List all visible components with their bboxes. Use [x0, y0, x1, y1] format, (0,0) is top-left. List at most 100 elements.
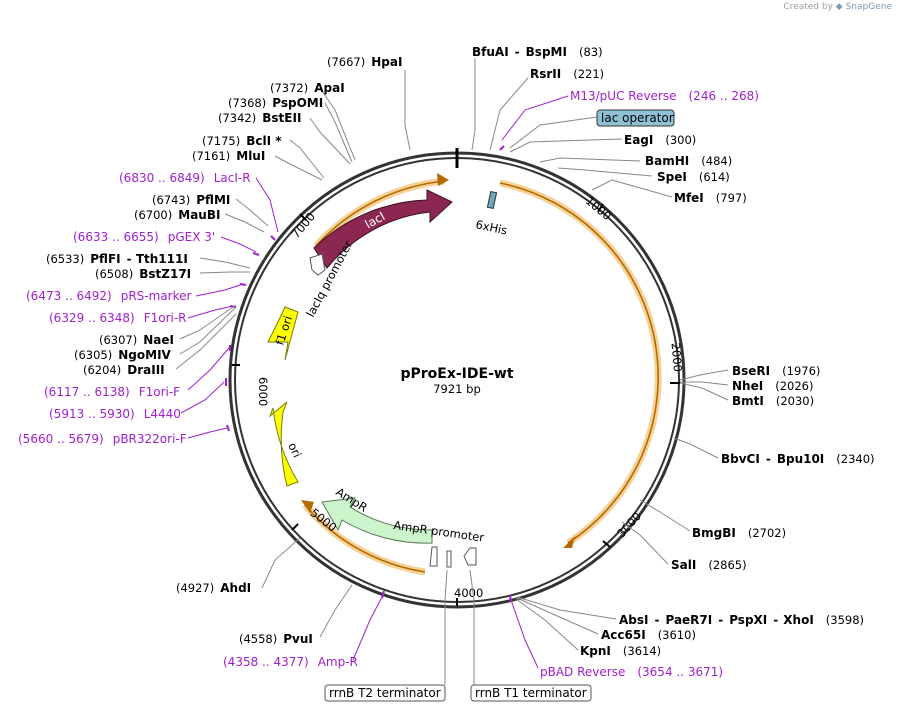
leader-eagi [509, 138, 623, 153]
leader-bseri [679, 369, 729, 381]
leader-kpni [515, 598, 579, 651]
laci-feature [313, 189, 453, 269]
label-maubi: (6700)MauBI [134, 208, 220, 222]
laci-arc-arrowhead [437, 173, 449, 186]
label-pbr322: (5660 .. 5679)pBR322ori-F [18, 432, 187, 446]
label-spei: SpeI(614) [657, 170, 730, 184]
leader-pbr322 [187, 427, 228, 439]
leader-bfuai [471, 58, 476, 151]
primer-leader-lines [180, 95, 569, 669]
lac-operator-box [596, 109, 675, 127]
leader-ahdi [261, 537, 301, 589]
credit-prefix: Created by [783, 2, 833, 12]
leader-mlui [274, 155, 323, 181]
leader-apai [319, 87, 356, 161]
snapgene-logo-icon: ◆ [835, 2, 843, 12]
leader-mfei [591, 179, 673, 198]
label-acc65i: Acc65I(3610) [601, 628, 696, 642]
tick-6000: 6000 [256, 377, 270, 406]
tick-mark-3000 [602, 540, 611, 548]
leader-bamhi [539, 157, 641, 163]
leader-bcli [289, 139, 325, 179]
leader-sali [621, 521, 669, 565]
label-eagi: EagI(300) [624, 133, 696, 147]
label-lac-operator: lac operator [601, 111, 674, 125]
rrnb-t1-box [470, 684, 592, 702]
tick-mark-5000 [291, 523, 299, 531]
label-amp-r: (4358 .. 4377)Amp-R [223, 655, 358, 669]
label-ngomiv: (6305)NgoMIV [74, 348, 172, 362]
label-bbvci: BbvCI-Bpu10I(2340) [721, 452, 875, 466]
label-rrnb-t1: rrnB T1 terminator [475, 686, 587, 700]
tick-2000: 2000 [668, 342, 684, 372]
laciq-promoter-feature [309, 253, 326, 276]
label-nhei: NheI(2026) [732, 379, 813, 393]
label-draiii: (6204)DraIII [83, 363, 165, 377]
orf-arrowhead [563, 536, 575, 548]
leader-bmgbi [639, 499, 691, 532]
leader-f1ori-r [187, 305, 234, 319]
ampr-arc-arrowhead [301, 500, 314, 513]
leader-lines [175, 58, 729, 685]
label-bcli: (7175)BclI * [202, 134, 282, 148]
label-ahdi: (4927)AhdI [176, 581, 251, 595]
label-pgex: (6633 .. 6655)pGEX 3' [73, 230, 215, 244]
label-laci-r: (6830 .. 6849)LacI-R [119, 171, 251, 185]
snapgene-credit: Created by ◆ SnapGene [783, 2, 892, 12]
leader-bstz17i [199, 271, 250, 274]
leader-absi [516, 596, 617, 620]
leader-nhei [680, 381, 729, 386]
leader-prs [195, 283, 244, 297]
label-prs: (6473 .. 6492)pRS-marker [26, 289, 191, 303]
label-bfuai: BfuAI-BspMI(83) [472, 45, 603, 59]
label-m13: M13/pUC Reverse(246 .. 268) [570, 89, 759, 103]
plasmid-size: 7921 bp [433, 382, 481, 396]
ampr-promoter-feature-3 [463, 547, 477, 566]
6xhis-feature [486, 190, 498, 210]
label-hpai: (7667)HpaI [327, 55, 402, 69]
leader-ngomiv [179, 306, 237, 355]
leader-pgex [220, 236, 257, 253]
leader-f1ori-f [187, 347, 230, 391]
leader-bmti [679, 382, 729, 401]
leader-maubi [224, 213, 265, 233]
ori-label: ori [285, 440, 304, 459]
rrnb-t2-box [324, 684, 446, 702]
plasmid-name: pProEx-IDE-wt [400, 366, 513, 382]
marker-pgex [252, 252, 260, 256]
label-mfei: MfeI(797) [674, 191, 747, 205]
ampr-promoter-feature-2 [446, 550, 452, 568]
label-pvui: (4558)PvuI [239, 632, 313, 646]
label-pflmi: (6743)PflMI [152, 193, 230, 207]
label-bseri: BseRI(1976) [732, 364, 820, 378]
marker-pbr322 [226, 424, 230, 432]
leader-pbad [510, 599, 539, 669]
leader-bsteii [309, 117, 351, 165]
leader-pspomi [324, 102, 353, 163]
label-f1ori-r: (6329 .. 6348)F1ori-R [49, 311, 187, 325]
f1ori-feature [267, 306, 299, 361]
leader-m13 [501, 95, 569, 141]
6xhis-label: 6xHis [474, 217, 508, 237]
label-rrnb-t2: rrnB T2 terminator [329, 686, 441, 700]
leader-spei [557, 167, 653, 177]
label-absi: AbsI-PaeR7I-PspXI-XhoI(3598) [619, 613, 864, 627]
leader-rrnbt2 [444, 569, 448, 685]
label-bamhi: BamHI(484) [645, 154, 732, 168]
tick-4000: 4000 [454, 586, 483, 600]
tick-mark-1000 [597, 203, 604, 213]
label-pbad: pBAD Reverse(3654 .. 3671) [540, 665, 723, 679]
label-bsteii: (7342)BstEII [218, 111, 301, 125]
marker-laci-r [270, 235, 276, 241]
label-pspomi: (7368)PspOMI [228, 96, 323, 110]
ori-feature [268, 401, 299, 487]
marker-m13 [499, 145, 505, 151]
leader-naei [179, 304, 237, 340]
tick-7000: 7000 [288, 210, 318, 241]
leader-pflmi [235, 198, 269, 227]
label-bmgbi: BmgBI(2702) [692, 526, 786, 540]
ampr-feature [321, 497, 433, 544]
orf-arc [499, 182, 659, 544]
laci-arc [315, 180, 446, 247]
